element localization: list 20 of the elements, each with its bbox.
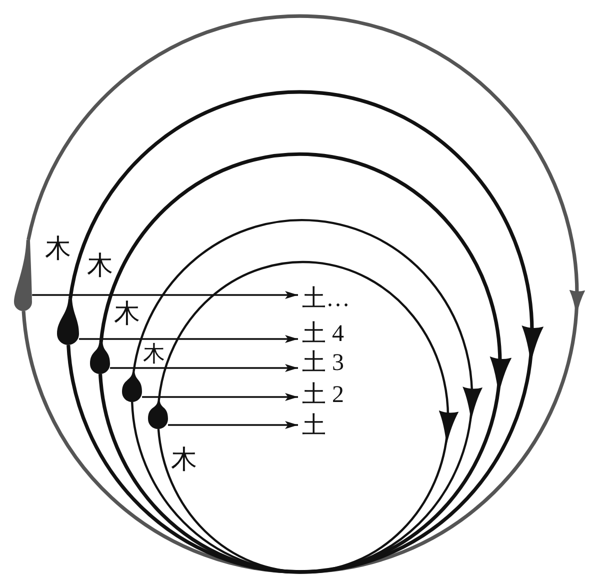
label: 木 — [114, 301, 140, 327]
label: 土 3 — [298, 350, 344, 376]
label: 木 — [45, 236, 71, 262]
arrow — [79, 335, 298, 343]
arrow — [110, 364, 298, 372]
teardrop — [57, 299, 79, 345]
teardrop — [148, 401, 168, 429]
label: 土 — [298, 413, 326, 440]
arrow — [142, 393, 298, 401]
teardrop — [122, 372, 142, 402]
label: 土 2 — [298, 382, 344, 408]
label: 土 4 — [298, 321, 344, 348]
label: 木 — [171, 447, 197, 473]
label: 木 — [87, 253, 113, 279]
label: 土… — [298, 286, 350, 312]
teardrop — [90, 343, 110, 374]
arrow — [168, 421, 298, 429]
teardrop — [14, 240, 32, 311]
label: 木 — [143, 342, 165, 364]
arrow — [32, 291, 298, 299]
